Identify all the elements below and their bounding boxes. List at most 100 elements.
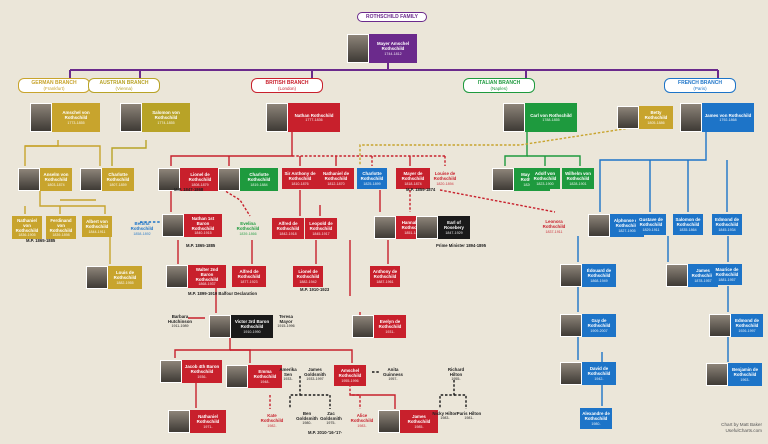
portrait-photo (160, 360, 182, 383)
person-years: 1823-1900 (536, 181, 554, 186)
person-years: 1827-1905 (618, 228, 636, 233)
person-years: 1847-1929 (445, 230, 463, 235)
person-name: Maurice de Rothschild (715, 267, 739, 278)
spouse-name: Richard Hilton (447, 367, 465, 378)
connector-line (230, 349, 251, 363)
note-mp-lionel: M.P. 1847-1868 (174, 187, 204, 192)
spouse-years: 1983- (440, 416, 450, 421)
person-name: Kate Rothschild (260, 413, 284, 424)
person-years: 1971- (203, 424, 213, 429)
portrait-photo (218, 168, 240, 191)
person-name: Charlotte Rothschild (247, 172, 271, 183)
connector-line (39, 188, 106, 214)
person-years: 1878-1957 (694, 278, 712, 283)
branch-label-british: BRITISH BRANCH(London) (251, 78, 323, 94)
person-name: Victor 3rd Baron Rothschild (234, 319, 270, 330)
person-name: Nathan 1st Baron Rothschild (191, 216, 215, 232)
note-mp-zac: M.P. 2010-'16-'17- (308, 430, 343, 435)
connector-line (230, 349, 353, 363)
portrait-photo (416, 216, 438, 239)
person-years: 1820-1894 (436, 181, 454, 186)
portrait-photo (120, 103, 142, 132)
person-name: Mayer de Rothschild (401, 171, 425, 182)
person-years: 1851-1890 (404, 230, 422, 235)
person-years: 1985- (414, 424, 424, 429)
person-years: 1774-1855 (157, 120, 175, 125)
person-years: 1980- (591, 421, 601, 426)
person-name: Albert von Rothschild (85, 219, 109, 230)
person-name: Salomon de Rothschild (675, 217, 701, 228)
connector-line (439, 380, 455, 409)
person-name: Nathaniel von Rothschild (15, 218, 39, 234)
person-name: Betty Rothschild (644, 110, 668, 121)
spouse-name: Paris Hilton (456, 411, 482, 416)
portrait-photo (560, 362, 582, 385)
person-name: Mayer Amschel Rothschild (376, 41, 410, 52)
note-pm-rosebery: Prime Minister 1894-1895 (436, 243, 487, 248)
person-name: Emma Rothschild (253, 369, 277, 380)
branch-name: ITALIAN BRANCH (477, 80, 521, 86)
branch-label-italian: ITALIAN BRANCH(Naples) (463, 78, 535, 94)
connector-line (439, 189, 556, 213)
person-name: Louise de Rothschild (433, 171, 457, 182)
person-years: 1839-1898 (52, 233, 70, 238)
portrait-photo (347, 34, 369, 63)
connector-line (349, 380, 361, 409)
portrait-photo (30, 103, 52, 132)
person-name: Nathaniel Rothschild (196, 414, 220, 425)
person-name: Jacob 4th Baron Rothschild (184, 364, 220, 375)
person-name: Amschel Rothschild (338, 368, 362, 379)
person-name: Guy de Rothschild (587, 318, 611, 329)
person-name: Charlotte Rothschild (360, 171, 384, 182)
spouse-years: 1980- (302, 421, 312, 426)
portrait-photo (86, 266, 108, 289)
person-name: Benjamin de Rothschild (731, 367, 759, 378)
person-name: Nathaniel de Rothschild (322, 171, 350, 182)
person-name: James Rothschild (407, 414, 431, 425)
connector-line (599, 130, 707, 212)
portrait-photo (666, 264, 688, 287)
